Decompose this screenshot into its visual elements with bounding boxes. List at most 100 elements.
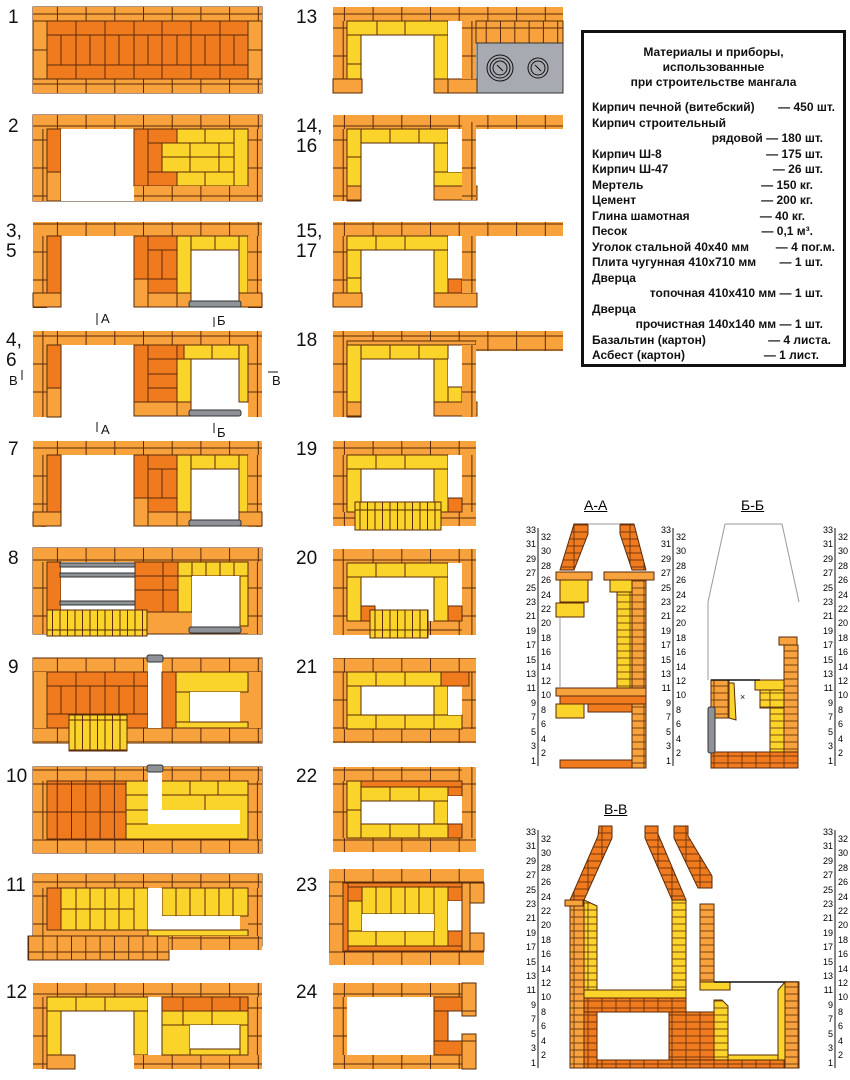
material-qty: прочистная 140x140 мм — 1 шт.	[635, 317, 823, 331]
materials-title-line-3: при строительстве мангала	[630, 75, 797, 89]
order-label-23: 23	[296, 875, 318, 896]
order-8-plan	[32, 547, 263, 637]
material-item: Уголок стальной 40x40 мм — 4 пог.м.	[592, 240, 835, 256]
section-mark-b-top: Б	[217, 313, 226, 328]
order-label-20: 20	[296, 548, 318, 569]
material-qty: топочная 410x410 мм — 1 шт.	[649, 286, 823, 300]
order-label-21: 21	[296, 657, 318, 678]
order-21-plan	[333, 658, 476, 743]
material-item: Плита чугунная 410x710 мм— 1 шт.	[592, 255, 835, 271]
order-10-plan	[32, 764, 263, 854]
materials-list-panel: Материалы и приборы, использованные при …	[581, 30, 846, 367]
material-item: Базальтин (картон)— 4 листа.	[592, 333, 835, 349]
order-4-6-plan	[33, 331, 262, 418]
order-label-24: 24	[296, 982, 318, 1003]
material-name: Песок	[592, 224, 628, 238]
material-item: Кирпич Ш-47— 26 шт.	[592, 162, 835, 178]
section-aa-drawing	[555, 523, 655, 769]
material-qty: — 40 кг.	[759, 208, 805, 223]
material-qty: — 450 шт.	[778, 100, 835, 114]
order-label-15-17: 15, 17	[296, 221, 323, 262]
material-item: Песок — 0,1 м³.	[592, 224, 835, 240]
order-label-18: 18	[296, 330, 318, 351]
order-2-plan	[32, 114, 263, 202]
section-bb-drawing: ×	[707, 523, 800, 769]
material-name: Кирпич строительный	[592, 115, 726, 130]
section-mark-a-top: А	[101, 311, 110, 326]
section-mark-a-bottom: А	[101, 422, 110, 437]
material-qty: — 150 кг.	[761, 177, 813, 192]
order-23-plan	[329, 869, 485, 965]
order-label-22: 22	[296, 766, 318, 787]
material-name: Мертель	[592, 177, 644, 192]
order-22-plan	[333, 767, 476, 852]
materials-title: Материалы и приборы, использованные при …	[584, 45, 843, 90]
order-11-plan	[27, 873, 263, 961]
material-qty: — 4 пог.м.	[775, 239, 835, 254]
order-label-13: 13	[296, 7, 318, 28]
order-label-11: 11	[6, 875, 26, 896]
order-label-1: 1	[8, 7, 19, 28]
material-item: Кирпич строительный	[592, 116, 835, 132]
order-19-plan	[333, 441, 476, 531]
order-label-8: 8	[8, 548, 19, 569]
material-qty: — 0,1 м³.	[761, 224, 813, 238]
material-qty: — 26 шт.	[772, 162, 823, 176]
order-12-plan	[33, 983, 262, 1070]
material-qty: — 4 листа.	[768, 332, 831, 347]
order-7-plan	[32, 441, 263, 527]
material-item: Кирпич Ш-8 — 175 шт.	[592, 147, 835, 163]
material-name: Глина шамотная	[592, 208, 690, 223]
hob-burner-large-icon	[486, 54, 514, 82]
order-label-14-16: 14, 16	[296, 116, 323, 157]
order-label-12: 12	[6, 982, 28, 1003]
material-item: Асбест (картон)— 1 лист.	[592, 348, 835, 364]
section-title-aa: А-А	[584, 497, 608, 513]
order-label-19: 19	[296, 439, 318, 460]
material-qty: — 1 лист.	[763, 348, 819, 362]
material-item: топочная 410x410 мм — 1 шт.	[592, 286, 835, 302]
order-label-7: 7	[8, 439, 19, 460]
material-name: Кирпич печной (витебский)	[592, 100, 755, 114]
material-name: Уголок стальной 40x40 мм	[592, 239, 749, 254]
order-18-plan	[333, 331, 563, 418]
order-14-16-plan	[333, 115, 563, 202]
material-item: Дверца	[592, 302, 835, 318]
hob-burner-small-icon	[527, 57, 549, 79]
order-label-2: 2	[8, 116, 19, 137]
order-3-5-plan	[32, 222, 263, 308]
material-item: Кирпич печной (витебский) — 450 шт.	[592, 100, 835, 116]
material-qty: рядовой — 180 шт.	[711, 131, 823, 145]
material-name: Кирпич Ш-8	[592, 146, 662, 161]
firebox-door-icon	[707, 706, 716, 754]
section-mark-v-left: В	[9, 373, 18, 388]
order-24-plan	[333, 982, 477, 1070]
material-item: Мертель — 150 кг.	[592, 178, 835, 194]
order-label-10: 10	[6, 766, 28, 787]
materials-title-line-1: Материалы и приборы,	[643, 45, 784, 59]
section-mark-b-bottom: Б	[217, 425, 226, 440]
section-mark-v-right: В	[272, 373, 281, 388]
material-qty: — 1 шт.	[779, 255, 824, 269]
materials-title-line-2: использованные	[662, 60, 765, 74]
order-1-plan	[32, 6, 263, 94]
order-13-plan	[332, 7, 564, 94]
material-qty: — 175 шт.	[766, 146, 823, 161]
material-item: Дверца	[592, 271, 835, 287]
section-vv-drawing	[564, 825, 800, 1069]
materials-list: Кирпич печной (витебский) — 450 шт. Кирпи…	[584, 100, 843, 364]
material-qty: — 200 кг.	[761, 193, 813, 207]
order-label-9: 9	[8, 657, 19, 678]
